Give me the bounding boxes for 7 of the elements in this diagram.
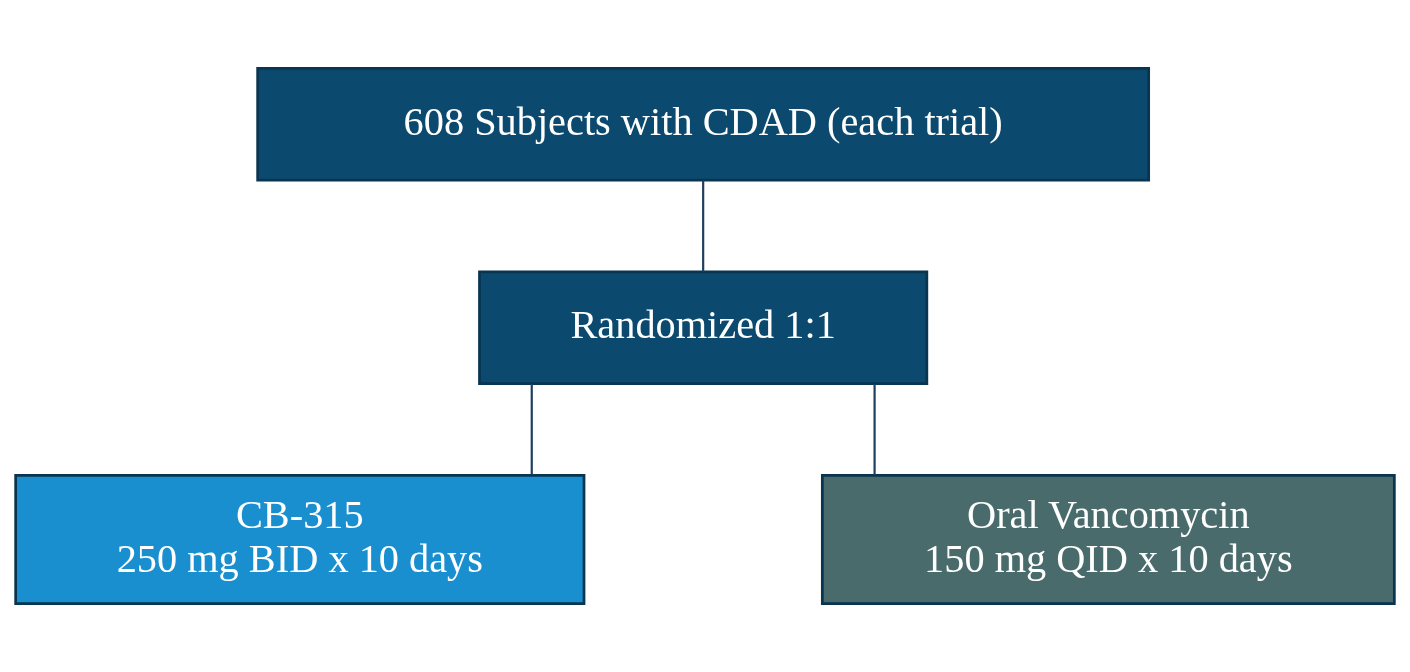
node-box: 608 Subjects with CDAD (each trial) [256,66,1151,182]
node-box: Randomized 1:1 [478,270,929,386]
connector [530,383,533,475]
connector [873,383,876,475]
node-box: Oral Vancomycin 150 mg QID x 10 days [820,473,1396,606]
connector [702,180,705,272]
node-box: CB-315 250 mg BID x 10 days [14,473,586,606]
